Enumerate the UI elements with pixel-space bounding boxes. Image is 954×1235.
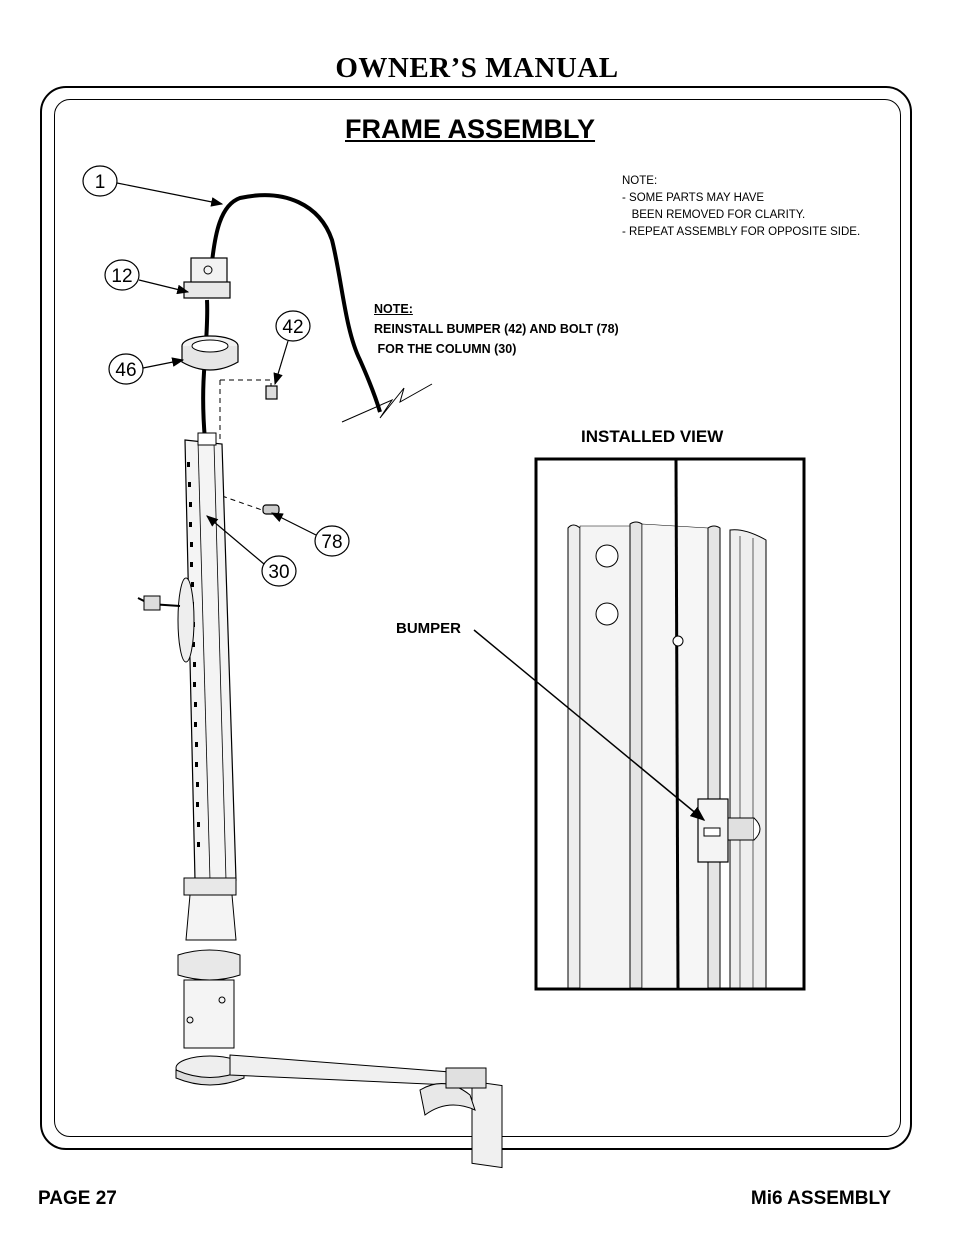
column-collar xyxy=(181,335,239,371)
svg-text:46: 46 xyxy=(115,360,136,381)
installed-view-label: INSTALLED VIEW xyxy=(581,427,724,446)
svg-text:12: 12 xyxy=(111,266,132,287)
svg-text:30: 30 xyxy=(268,562,289,583)
manual-title: OWNER’S MANUAL xyxy=(335,52,619,84)
model-name: Mi6 ASSEMBLY xyxy=(750,1188,891,1209)
callout-12: 12 xyxy=(104,259,190,295)
callout-78: 78 xyxy=(270,512,350,557)
bolt-part xyxy=(262,504,280,515)
bumper-note-heading: NOTE: xyxy=(374,302,413,316)
svg-text:42: 42 xyxy=(282,317,303,338)
callout-42: 42 xyxy=(273,310,311,386)
bumper-label: BUMPER xyxy=(396,620,462,637)
cable-end-bracket xyxy=(183,257,231,299)
section-title: FRAME ASSEMBLY xyxy=(345,114,596,144)
page-number: PAGE 27 xyxy=(38,1188,117,1209)
column-tube xyxy=(137,432,241,1049)
svg-text:1: 1 xyxy=(95,172,106,193)
bumper-part xyxy=(265,385,278,400)
general-note: NOTE: - SOME PARTS MAY HAVE BEEN REMOVED… xyxy=(622,175,861,238)
bumper-note: NOTE: REINSTALL BUMPER (42) AND BOLT (78… xyxy=(374,299,619,359)
base-arm xyxy=(175,1054,503,1169)
installed-view-detail xyxy=(473,457,806,991)
callout-1: 1 xyxy=(82,165,224,207)
callout-30: 30 xyxy=(206,515,297,587)
bumper-note-text: REINSTALL BUMPER (42) AND BOLT (78) FOR … xyxy=(374,322,619,356)
callout-46: 46 xyxy=(108,353,185,385)
svg-text:78: 78 xyxy=(321,532,342,553)
